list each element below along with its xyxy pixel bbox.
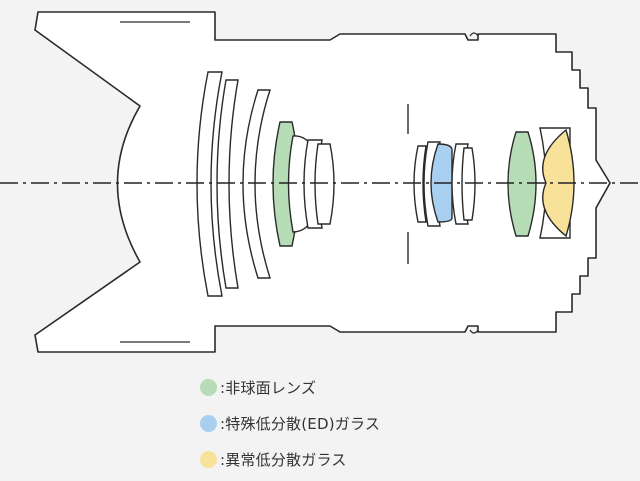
legend-label-ed-glass: :特殊低分散(ED)ガラス (220, 414, 381, 433)
lens-element-3 (242, 89, 271, 279)
barrel-grip-bottom (120, 329, 479, 343)
lens-element-1 (196, 71, 223, 297)
aspherical-swatch-icon (200, 378, 217, 396)
anomalous-dispersion-swatch-icon (200, 450, 217, 468)
lens-element-10 (461, 147, 476, 221)
legend-label-anomalous-dispersion: :異常低分散ガラス (220, 450, 347, 469)
aspherical-element-2 (507, 131, 537, 237)
legend-item-anomalous-dispersion: :異常低分散ガラス (200, 448, 347, 470)
lens-element-2 (216, 79, 239, 289)
legend: :非球面レンズ :特殊低分散(ED)ガラス :異常低分散ガラス (200, 376, 460, 476)
legend-item-ed-glass: :特殊低分散(ED)ガラス (200, 412, 380, 434)
legend-item-aspherical: :非球面レンズ (200, 376, 316, 398)
lens-element-7 (413, 145, 427, 223)
legend-label-aspherical: :非球面レンズ (220, 378, 317, 397)
lens-element-6 (314, 143, 335, 225)
barrel-grip-top (120, 21, 479, 37)
ed-glass-swatch-icon (200, 414, 217, 432)
